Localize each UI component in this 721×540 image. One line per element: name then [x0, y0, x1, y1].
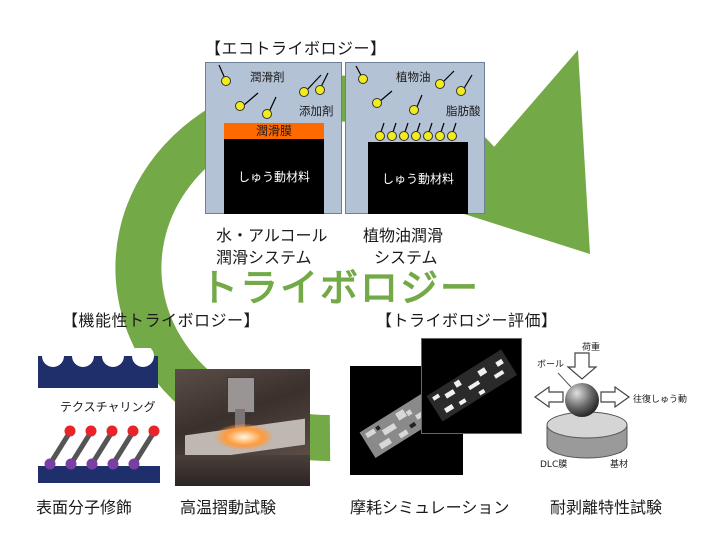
sliding-material-left: しゅう動材料	[224, 139, 324, 214]
lubricating-film: 潤滑膜	[224, 123, 324, 139]
sliding-material-right: しゅう動材料	[368, 142, 468, 214]
high-temp-test-photo	[175, 369, 310, 486]
load-label: 荷重	[582, 343, 601, 353]
vegetable-oil-caption-2: システム	[374, 248, 438, 267]
lubricant-molecules-icon	[218, 64, 329, 119]
additive-label: 添加剤	[299, 104, 334, 118]
lubricant-label: 潤滑剤	[250, 70, 285, 84]
high-temp-caption: 高温摺動試験	[180, 498, 277, 517]
vegetable-oil-label: 植物油	[396, 70, 431, 84]
water-alcohol-panel: 潤滑剤 添加剤 潤滑膜 しゅう動材料	[205, 62, 342, 214]
texturing-surface-icon	[38, 348, 158, 388]
vegetable-oil-caption-1: 植物油潤滑	[363, 226, 444, 245]
vegetable-oil-panel: 植物油 脂肪酸 しゅう動材料	[345, 62, 485, 214]
water-alcohol-caption-2: 潤滑システム	[216, 248, 312, 267]
ball-label: ボール	[537, 360, 565, 370]
surface-modification-caption: 表面分子修飾	[36, 498, 133, 517]
wear-simulation-image-front	[421, 338, 522, 434]
tribology-center-title: トライボロジー	[200, 266, 481, 310]
substrate-label: 基材	[610, 460, 629, 470]
dlc-film-label: DLC膜	[540, 460, 568, 470]
peel-test-caption: 耐剥離特性試験	[550, 498, 663, 517]
surface-molecule-icon	[38, 425, 160, 483]
water-alcohol-caption-1: 水・アルコール	[216, 226, 328, 245]
oil-molecules-icon	[355, 65, 473, 141]
fatty-acid-label: 脂肪酸	[446, 104, 481, 118]
reciprocating-slide-label: 往復しゅう動	[633, 395, 688, 405]
texturing-label: テクスチャリング	[60, 400, 156, 414]
functional-tribology-title: 【機能性トライボロジー】	[62, 311, 261, 330]
tribology-evaluation-title: 【トライボロジー評価】	[376, 311, 558, 330]
wear-pattern-icon	[426, 349, 518, 422]
wear-simulation-caption: 摩耗シミュレーション	[350, 498, 510, 517]
eco-tribology-title: 【エコトライボロジー】	[205, 39, 387, 58]
peel-test-diagram	[533, 352, 631, 459]
